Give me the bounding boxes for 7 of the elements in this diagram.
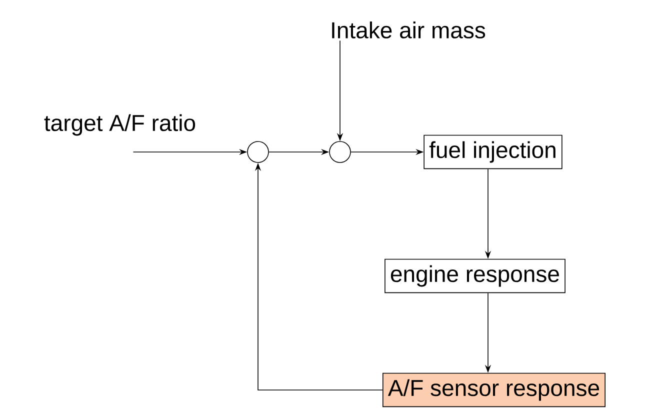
- process-box: engine response: [384, 258, 566, 294]
- process-box: fuel injection: [424, 134, 562, 170]
- input-label: target A/F ratio: [44, 114, 196, 136]
- process-box: A/F sensor response: [382, 372, 606, 408]
- summing-junction: [329, 141, 351, 163]
- summing-junction: [247, 141, 269, 163]
- input-label: Intake air mass: [332, 22, 486, 38]
